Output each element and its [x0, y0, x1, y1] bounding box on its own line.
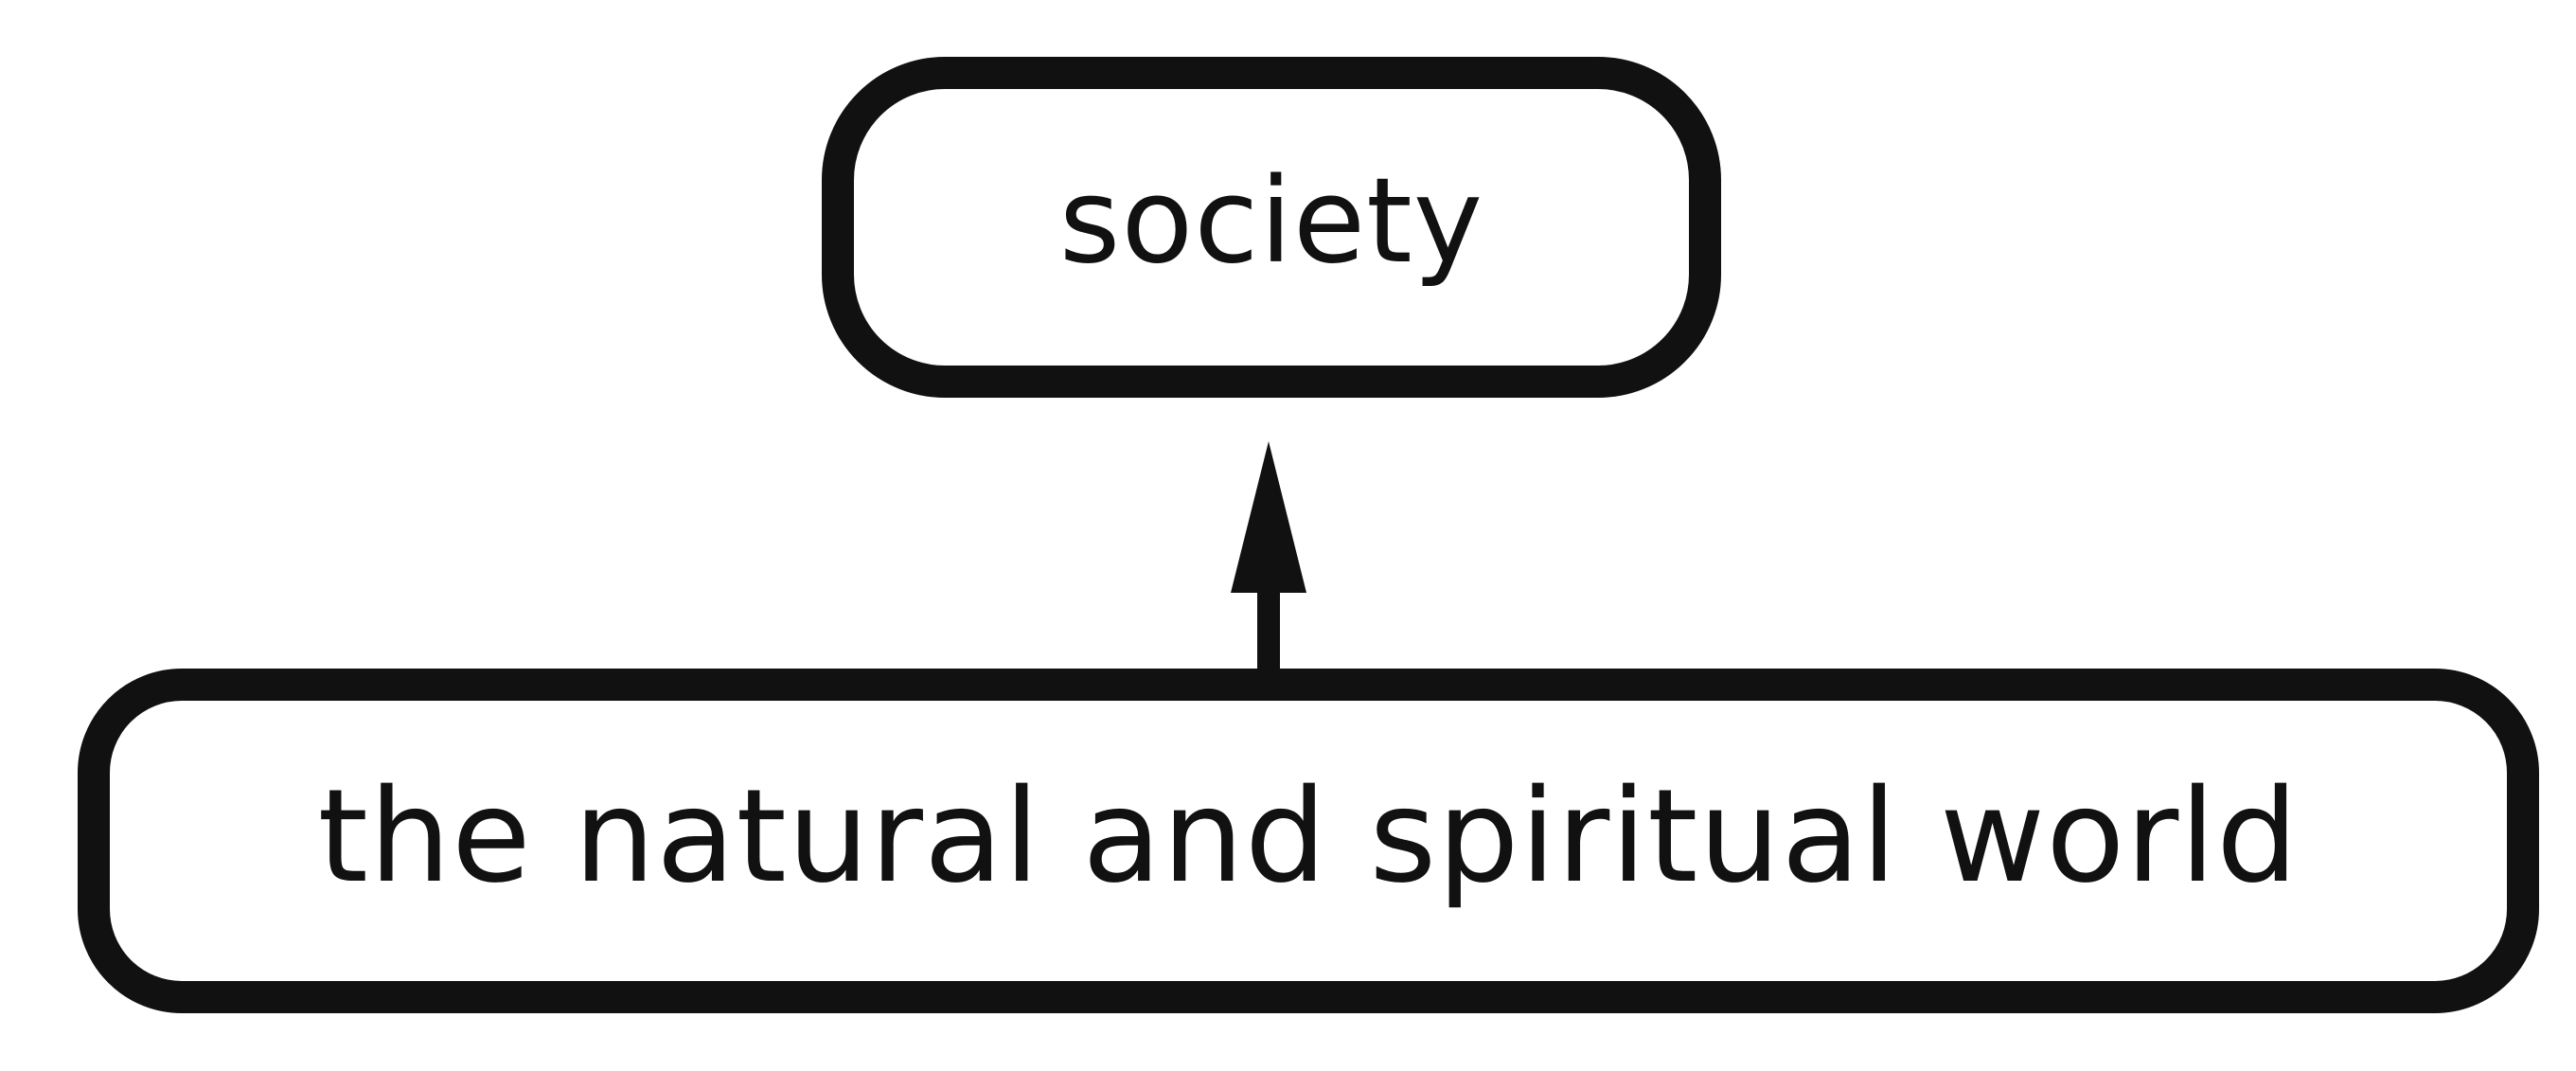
natural-spiritual-world-label: the natural and spiritual world: [317, 762, 2300, 912]
society-label: society: [1058, 153, 1484, 290]
natural-spiritual-world-node: the natural and spiritual world: [78, 669, 2539, 1013]
arrow-head: [1231, 441, 1306, 593]
society-node: society: [822, 57, 1721, 398]
up-arrow: [1231, 441, 1306, 687]
